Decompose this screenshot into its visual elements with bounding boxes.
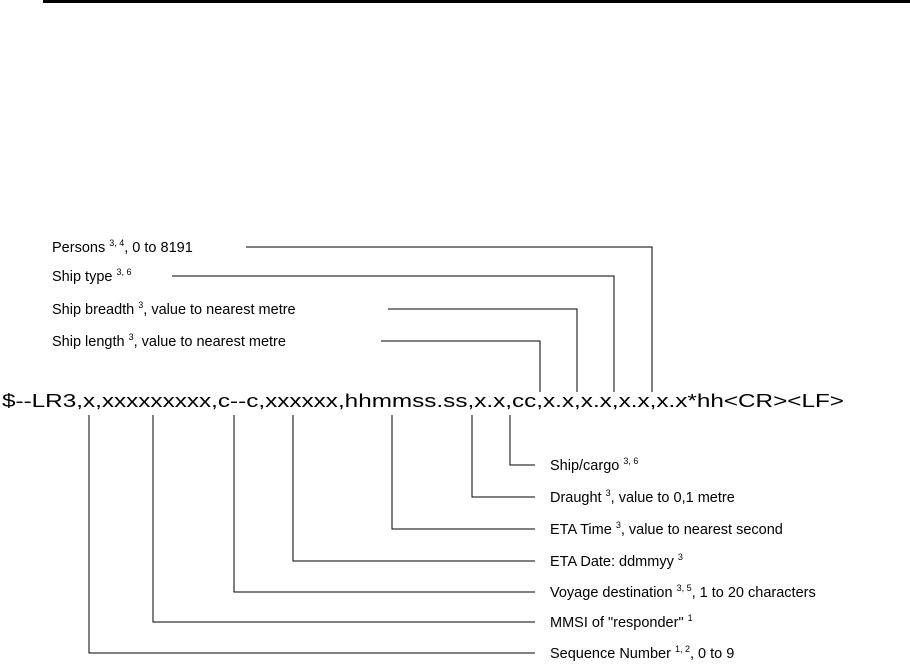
label-mmsi: MMSI of "responder" 1 [550, 613, 693, 631]
leader-sequence-number [88, 415, 535, 654]
lr3-sentence-format: $--LR3,x,xxxxxxxxx,c--c,xxxxxx,hhmmss.ss… [2, 391, 844, 411]
leader-draught [471, 415, 535, 498]
label-eta-time: ETA Time 3, value to nearest second [550, 520, 783, 538]
label-ship-cargo: Ship/cargo 3, 6 [550, 456, 638, 474]
leader-ship-type [172, 275, 615, 392]
label-persons: Persons 3, 4, 0 to 8191 [52, 238, 193, 256]
label-draught: Draught 3, value to 0,1 metre [550, 488, 735, 506]
leader-ship-cargo [509, 415, 535, 466]
leader-mmsi [152, 415, 535, 623]
leader-voyage-destination [233, 415, 535, 593]
top-rule [43, 0, 910, 3]
label-ship-breadth: Ship breadth 3, value to nearest metre [52, 300, 296, 318]
label-eta-date: ETA Date: ddmmyy 3 [550, 552, 683, 570]
label-ship-type: Ship type 3, 6 [52, 267, 132, 285]
leader-ship-breadth [388, 308, 578, 392]
leader-eta-date [292, 415, 535, 562]
leader-persons [246, 246, 653, 392]
label-voyage-destination: Voyage destination 3, 5, 1 to 20 charact… [550, 583, 816, 601]
leader-eta-time [391, 415, 535, 530]
label-sequence-number: Sequence Number 1, 2, 0 to 9 [550, 644, 734, 662]
label-ship-length: Ship length 3, value to nearest metre [52, 332, 286, 350]
leader-ship-length [381, 340, 541, 392]
